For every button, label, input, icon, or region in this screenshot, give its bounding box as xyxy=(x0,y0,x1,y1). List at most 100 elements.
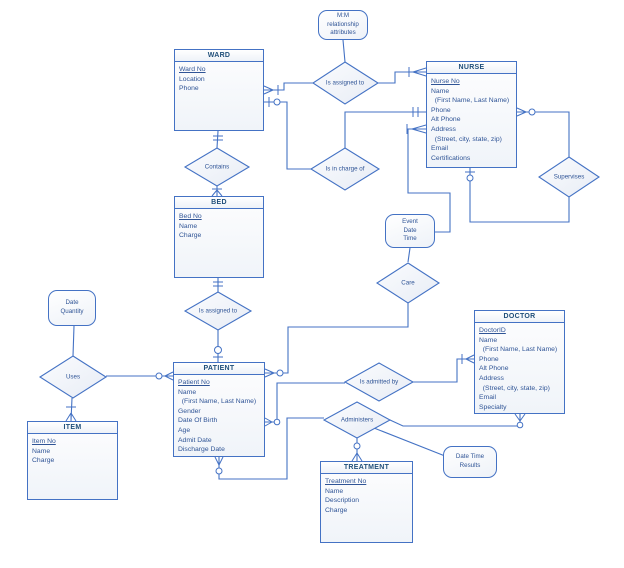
attribute: Admit Date xyxy=(178,436,212,444)
attribute: Charge xyxy=(325,506,348,514)
attribute: Charge xyxy=(179,232,202,240)
line-ward-incharge xyxy=(264,101,311,170)
card-optional-ward-incharge xyxy=(273,98,281,106)
card-many-patient-admitted xyxy=(264,417,273,427)
entity-nurse: NURSE Nurse No Name (First Name, Last Na… xyxy=(426,61,517,168)
line-administers-doctor xyxy=(389,414,521,427)
attribute: Discharge Date xyxy=(178,446,225,454)
relationship-diamond-administers xyxy=(322,401,392,439)
relationship-diamond-uses xyxy=(38,355,108,399)
entity-treatment-attributes: Treatment No Name Description Charge xyxy=(321,474,412,515)
attribute: Email xyxy=(431,145,448,153)
attribute: Phone xyxy=(479,355,499,363)
relationship-label-bed-patient-assigned: Is assigned to xyxy=(198,307,238,315)
relationship-diamond-contains xyxy=(183,147,251,187)
card-optional-nurse-supervised xyxy=(466,174,474,182)
entity-doctor-attributes: DoctorID Name (First Name, Last Name) Ph… xyxy=(475,323,564,412)
attribute: Name xyxy=(325,487,344,495)
relationship-diamond-in-charge xyxy=(309,147,381,191)
card-optional-treatment-administers xyxy=(353,442,361,450)
attribute: Charge xyxy=(32,457,55,465)
attribute: Specialty xyxy=(479,403,507,411)
card-many-patient-uses xyxy=(164,371,174,381)
card-many-doctor-administers xyxy=(514,413,526,422)
card-one-many-item-uses xyxy=(65,406,77,422)
line-admitted-doctor xyxy=(413,358,474,383)
card-many-treatment-administers xyxy=(351,452,363,462)
attribute-pk: Item No xyxy=(32,438,56,445)
relationship-label-uses: Uses xyxy=(65,373,81,381)
attribute: Age xyxy=(178,426,191,434)
note-date-quantity: Date Quantity xyxy=(48,290,96,326)
attribute: Certifications xyxy=(431,154,471,162)
entity-nurse-attributes: Nurse No Name (First Name, Last Name) Ph… xyxy=(427,74,516,163)
card-many-nurse-supervises xyxy=(516,107,527,117)
entity-ward: WARD Ward No Location Phone xyxy=(174,49,264,131)
card-many-patient-care xyxy=(264,368,275,378)
card-one-many-nurse-care xyxy=(406,124,427,134)
entity-nurse-title: NURSE xyxy=(427,62,516,74)
attribute: Address xyxy=(431,125,456,133)
attribute: (First Name, Last Name) xyxy=(431,97,510,105)
entity-ward-title: WARD xyxy=(175,50,263,62)
attribute: Description xyxy=(325,497,359,505)
line-nurse-supervises xyxy=(517,111,570,157)
entity-item: ITEM Item No Name Charge xyxy=(27,421,118,500)
entity-bed-attributes: Bed No Name Charge xyxy=(175,209,263,241)
relationship-diamond-ward-nurse-assigned xyxy=(311,61,380,105)
line-nurse-care xyxy=(407,128,451,233)
line-supervises-nurse xyxy=(469,168,570,223)
entity-bed-title: BED xyxy=(175,197,263,209)
entity-patient: PATIENT Patient No Name (First Name, Las… xyxy=(173,362,265,457)
relationship-label-ward-nurse-assigned: Is assigned to xyxy=(325,79,365,87)
attribute-pk: DoctorID xyxy=(479,327,506,334)
attribute: Date Of Birth xyxy=(178,417,218,425)
attribute: Name xyxy=(431,87,450,95)
line-administers-datetimeresults xyxy=(373,427,446,457)
entity-treatment-title: TREATMENT xyxy=(321,462,412,474)
attribute: Name xyxy=(178,388,197,396)
card-optional-patient-admitted xyxy=(273,418,281,426)
card-optional-patient-care xyxy=(276,369,284,377)
attribute-pk: Ward No xyxy=(179,66,206,73)
entity-doctor-title: DOCTOR xyxy=(475,311,564,323)
attribute: (Street, city, state, zip) xyxy=(479,384,550,392)
card-one-one-ward-contains xyxy=(213,135,223,141)
attribute-pk: Nurse No xyxy=(431,78,460,85)
attribute: (Street, city, state, zip) xyxy=(431,135,502,143)
relationship-label-supervises: Supervises xyxy=(553,173,585,181)
card-optional-patient-assigned xyxy=(214,346,222,354)
attribute: Name xyxy=(179,222,198,230)
card-optional-patient-administers xyxy=(215,467,223,475)
entity-ward-attributes: Ward No Location Phone xyxy=(175,62,263,94)
relationship-diamond-care xyxy=(375,262,441,304)
attribute-pk: Treatment No xyxy=(325,478,367,485)
line-incharge-nurse xyxy=(344,111,426,148)
card-one-one-bed-assigned xyxy=(213,281,223,287)
card-one-many-doctor-admitted xyxy=(461,354,475,364)
note-event-date-time: Event Date Time xyxy=(385,214,435,248)
cardinality-marks xyxy=(65,67,536,475)
entity-item-title: ITEM xyxy=(28,422,117,434)
relationship-label-admitted: Is admitted by xyxy=(359,378,399,386)
card-one-many-nurse-assigned xyxy=(408,67,427,77)
attribute: Alt Phone xyxy=(479,365,509,373)
attribute: Email xyxy=(479,394,496,402)
entity-item-attributes: Item No Name Charge xyxy=(28,434,117,466)
attribute: (First Name, Last Name) xyxy=(178,398,257,406)
line-assigned-nurse xyxy=(378,71,426,84)
attribute: Address xyxy=(479,374,504,382)
attribute: Phone xyxy=(179,85,199,93)
card-one-many-bed-contains xyxy=(211,188,223,197)
entity-patient-attributes: Patient No Name (First Name, Last Name) … xyxy=(174,375,264,455)
attribute: Location xyxy=(179,75,205,83)
note-mm-relationship-attributes: M:M relationship attributes xyxy=(318,10,368,40)
card-many-patient-administers xyxy=(214,456,224,466)
line-ward-assigned xyxy=(264,82,313,91)
attribute-pk: Bed No xyxy=(179,213,202,220)
relationship-diamond-supervises xyxy=(538,156,600,198)
relationship-label-in-charge: Is in charge of xyxy=(325,165,365,173)
relationship-label-administers: Administers xyxy=(340,416,374,424)
line-datequantity-uses xyxy=(72,325,75,357)
attribute: Name xyxy=(32,447,51,455)
